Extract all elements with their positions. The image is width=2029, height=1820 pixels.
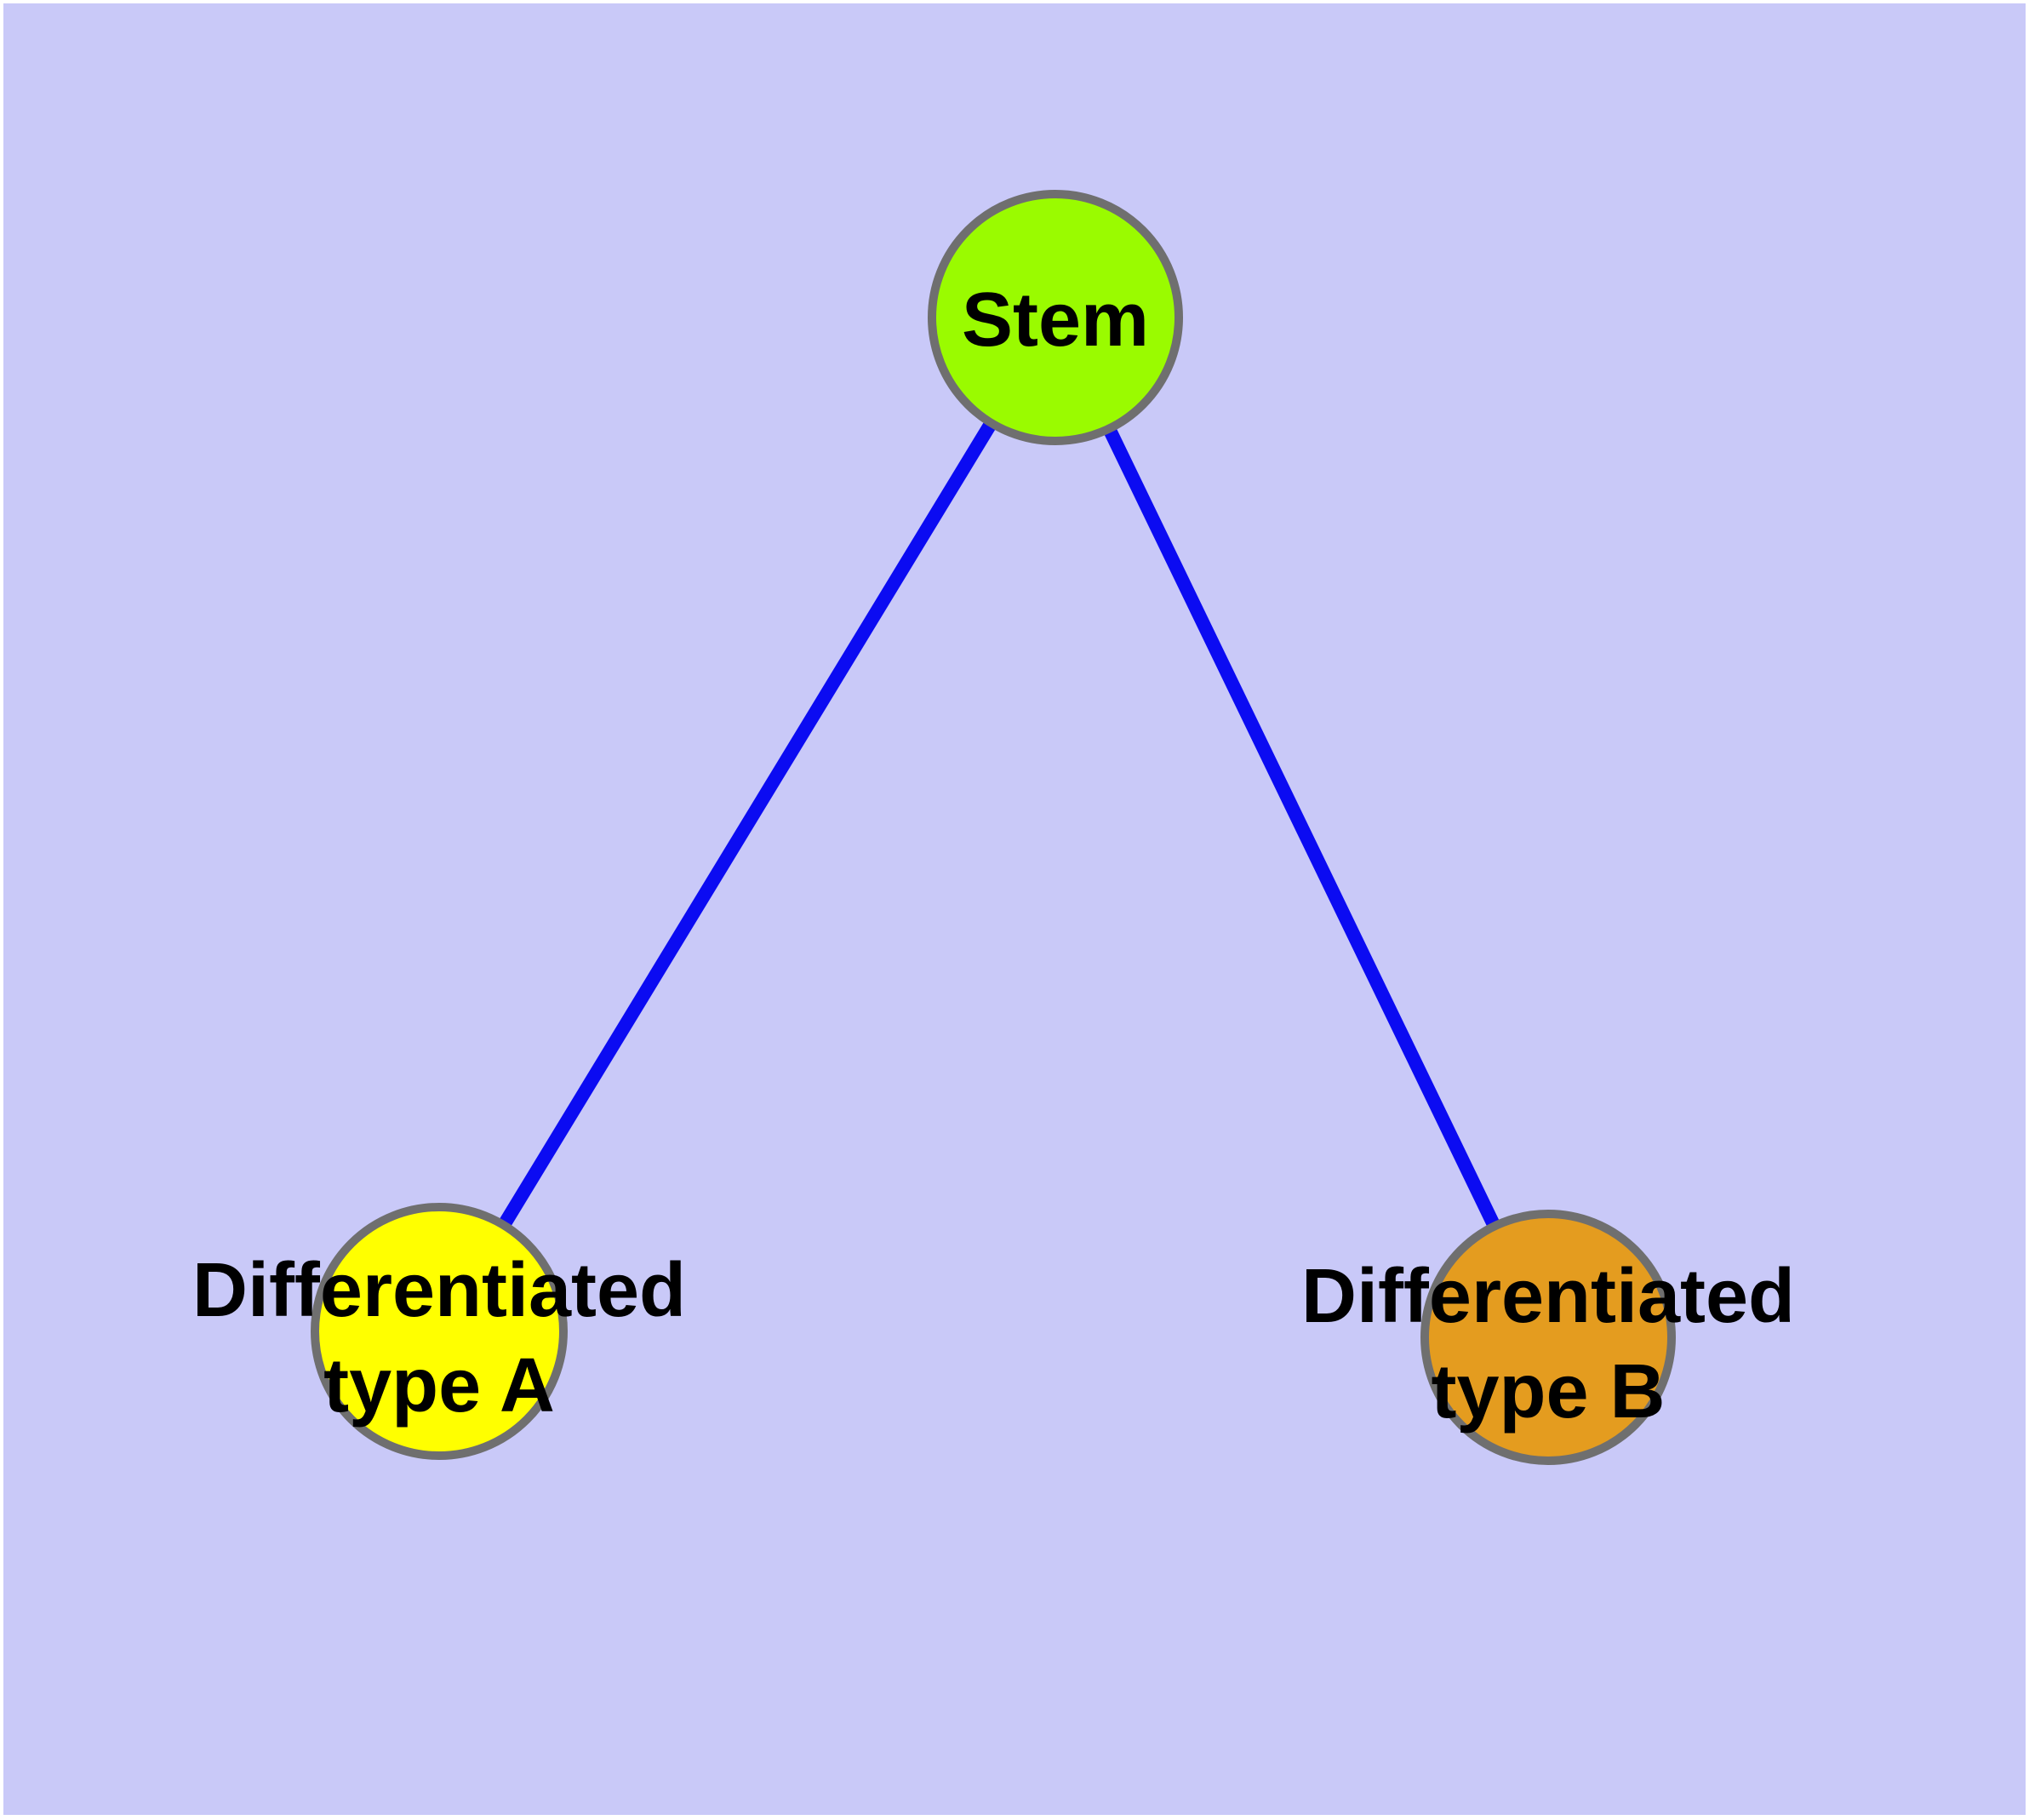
node-differentiated-type-b-label-line2: type B bbox=[1431, 1349, 1665, 1434]
node-differentiated-type-b-label-line1: Differentiated bbox=[1301, 1254, 1795, 1339]
node-differentiated-type-a[interactable]: Differentiated type A bbox=[192, 1203, 686, 1460]
node-stem[interactable]: Stem bbox=[928, 190, 1183, 445]
node-differentiated-type-b[interactable]: Differentiated type B bbox=[1301, 1210, 1795, 1465]
node-differentiated-type-a-label-line1: Differentiated bbox=[192, 1248, 686, 1333]
node-stem-circle[interactable] bbox=[928, 190, 1183, 445]
edge-stem-to-type-a bbox=[433, 313, 1061, 1336]
node-differentiated-type-b-circle[interactable] bbox=[1420, 1210, 1676, 1465]
node-stem-label: Stem bbox=[962, 278, 1149, 363]
edge-stem-to-type-b bbox=[1049, 314, 1555, 1341]
node-differentiated-type-a-circle[interactable] bbox=[311, 1203, 568, 1460]
node-differentiated-type-a-label-line2: type A bbox=[323, 1343, 555, 1428]
